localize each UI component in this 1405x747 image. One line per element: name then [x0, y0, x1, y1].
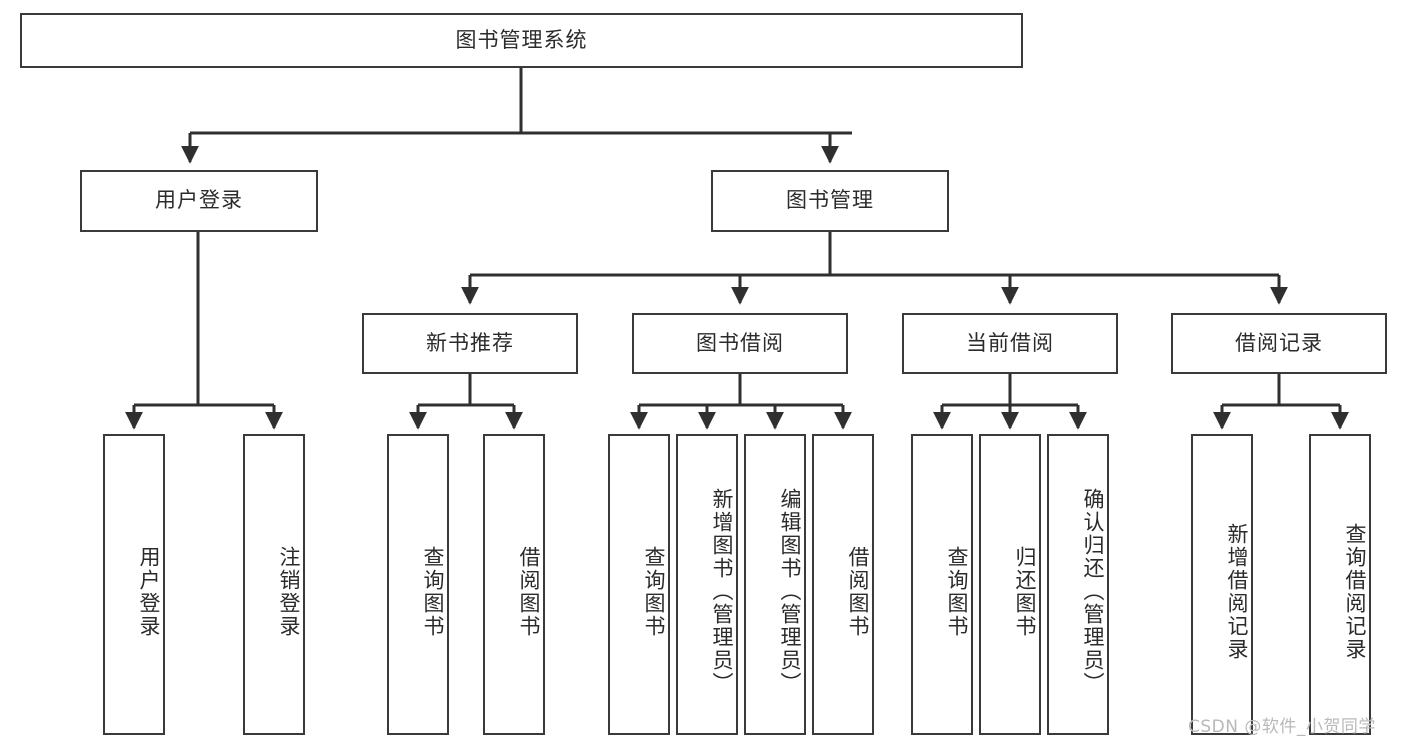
node-label: 借阅图书	[517, 545, 541, 638]
leaf-user-login-logout[interactable]: 注销登录	[243, 434, 305, 735]
node-book-borrow[interactable]: 图书借阅	[632, 313, 848, 374]
node-label: 用户登录	[155, 188, 243, 213]
node-label: 图书管理系统	[455, 27, 588, 52]
node-current-borrow[interactable]: 当前借阅	[902, 313, 1118, 374]
leaf-user-login-signin[interactable]: 用户登录	[103, 434, 165, 735]
node-label: 确认归还（管理员）	[1081, 488, 1105, 695]
node-label: 新增图书（管理员）	[710, 488, 734, 695]
leaf-new-book-query-book[interactable]: 查询图书	[387, 434, 449, 735]
leaf-current-borrow-return-book[interactable]: 归还图书	[979, 434, 1041, 735]
node-label: 借阅记录	[1235, 330, 1323, 355]
node-label: 用户登录	[137, 545, 161, 638]
csdn-watermark: CSDN @软件_小贺同学	[1188, 717, 1376, 737]
leaf-new-book-borrow-book[interactable]: 借阅图书	[483, 434, 545, 735]
leaf-borrow-record-add-record[interactable]: 新增借阅记录	[1191, 434, 1253, 735]
node-label: 图书管理	[786, 188, 874, 213]
leaf-book-borrow-add-book-admin[interactable]: 新增图书（管理员）	[676, 434, 738, 735]
node-label: 新增借阅记录	[1225, 522, 1249, 661]
node-label: 借阅图书	[846, 545, 870, 638]
node-label: 查询图书	[642, 545, 666, 638]
node-root-book-management-system[interactable]: 图书管理系统	[20, 13, 1023, 68]
node-user-login[interactable]: 用户登录	[80, 170, 318, 232]
leaf-current-borrow-query-book[interactable]: 查询图书	[911, 434, 973, 735]
node-label: 当前借阅	[966, 330, 1054, 355]
leaf-borrow-record-query-record[interactable]: 查询借阅记录	[1309, 434, 1371, 735]
leaf-current-borrow-confirm-return-admin[interactable]: 确认归还（管理员）	[1047, 434, 1109, 735]
node-borrow-record[interactable]: 借阅记录	[1171, 313, 1387, 374]
leaf-book-borrow-query-book[interactable]: 查询图书	[608, 434, 670, 735]
node-label: 注销登录	[277, 545, 301, 638]
node-new-book-recommend[interactable]: 新书推荐	[362, 313, 578, 374]
leaf-book-borrow-borrow-book[interactable]: 借阅图书	[812, 434, 874, 735]
node-label: 编辑图书（管理员）	[778, 488, 802, 695]
node-label: 图书借阅	[696, 330, 784, 355]
node-label: 查询图书	[421, 545, 445, 638]
node-label: 归还图书	[1013, 545, 1037, 638]
node-label: 新书推荐	[426, 330, 514, 355]
node-label: 查询借阅记录	[1343, 522, 1367, 661]
node-label: 查询图书	[945, 545, 969, 638]
node-book-management[interactable]: 图书管理	[711, 170, 949, 232]
leaf-book-borrow-edit-book-admin[interactable]: 编辑图书（管理员）	[744, 434, 806, 735]
